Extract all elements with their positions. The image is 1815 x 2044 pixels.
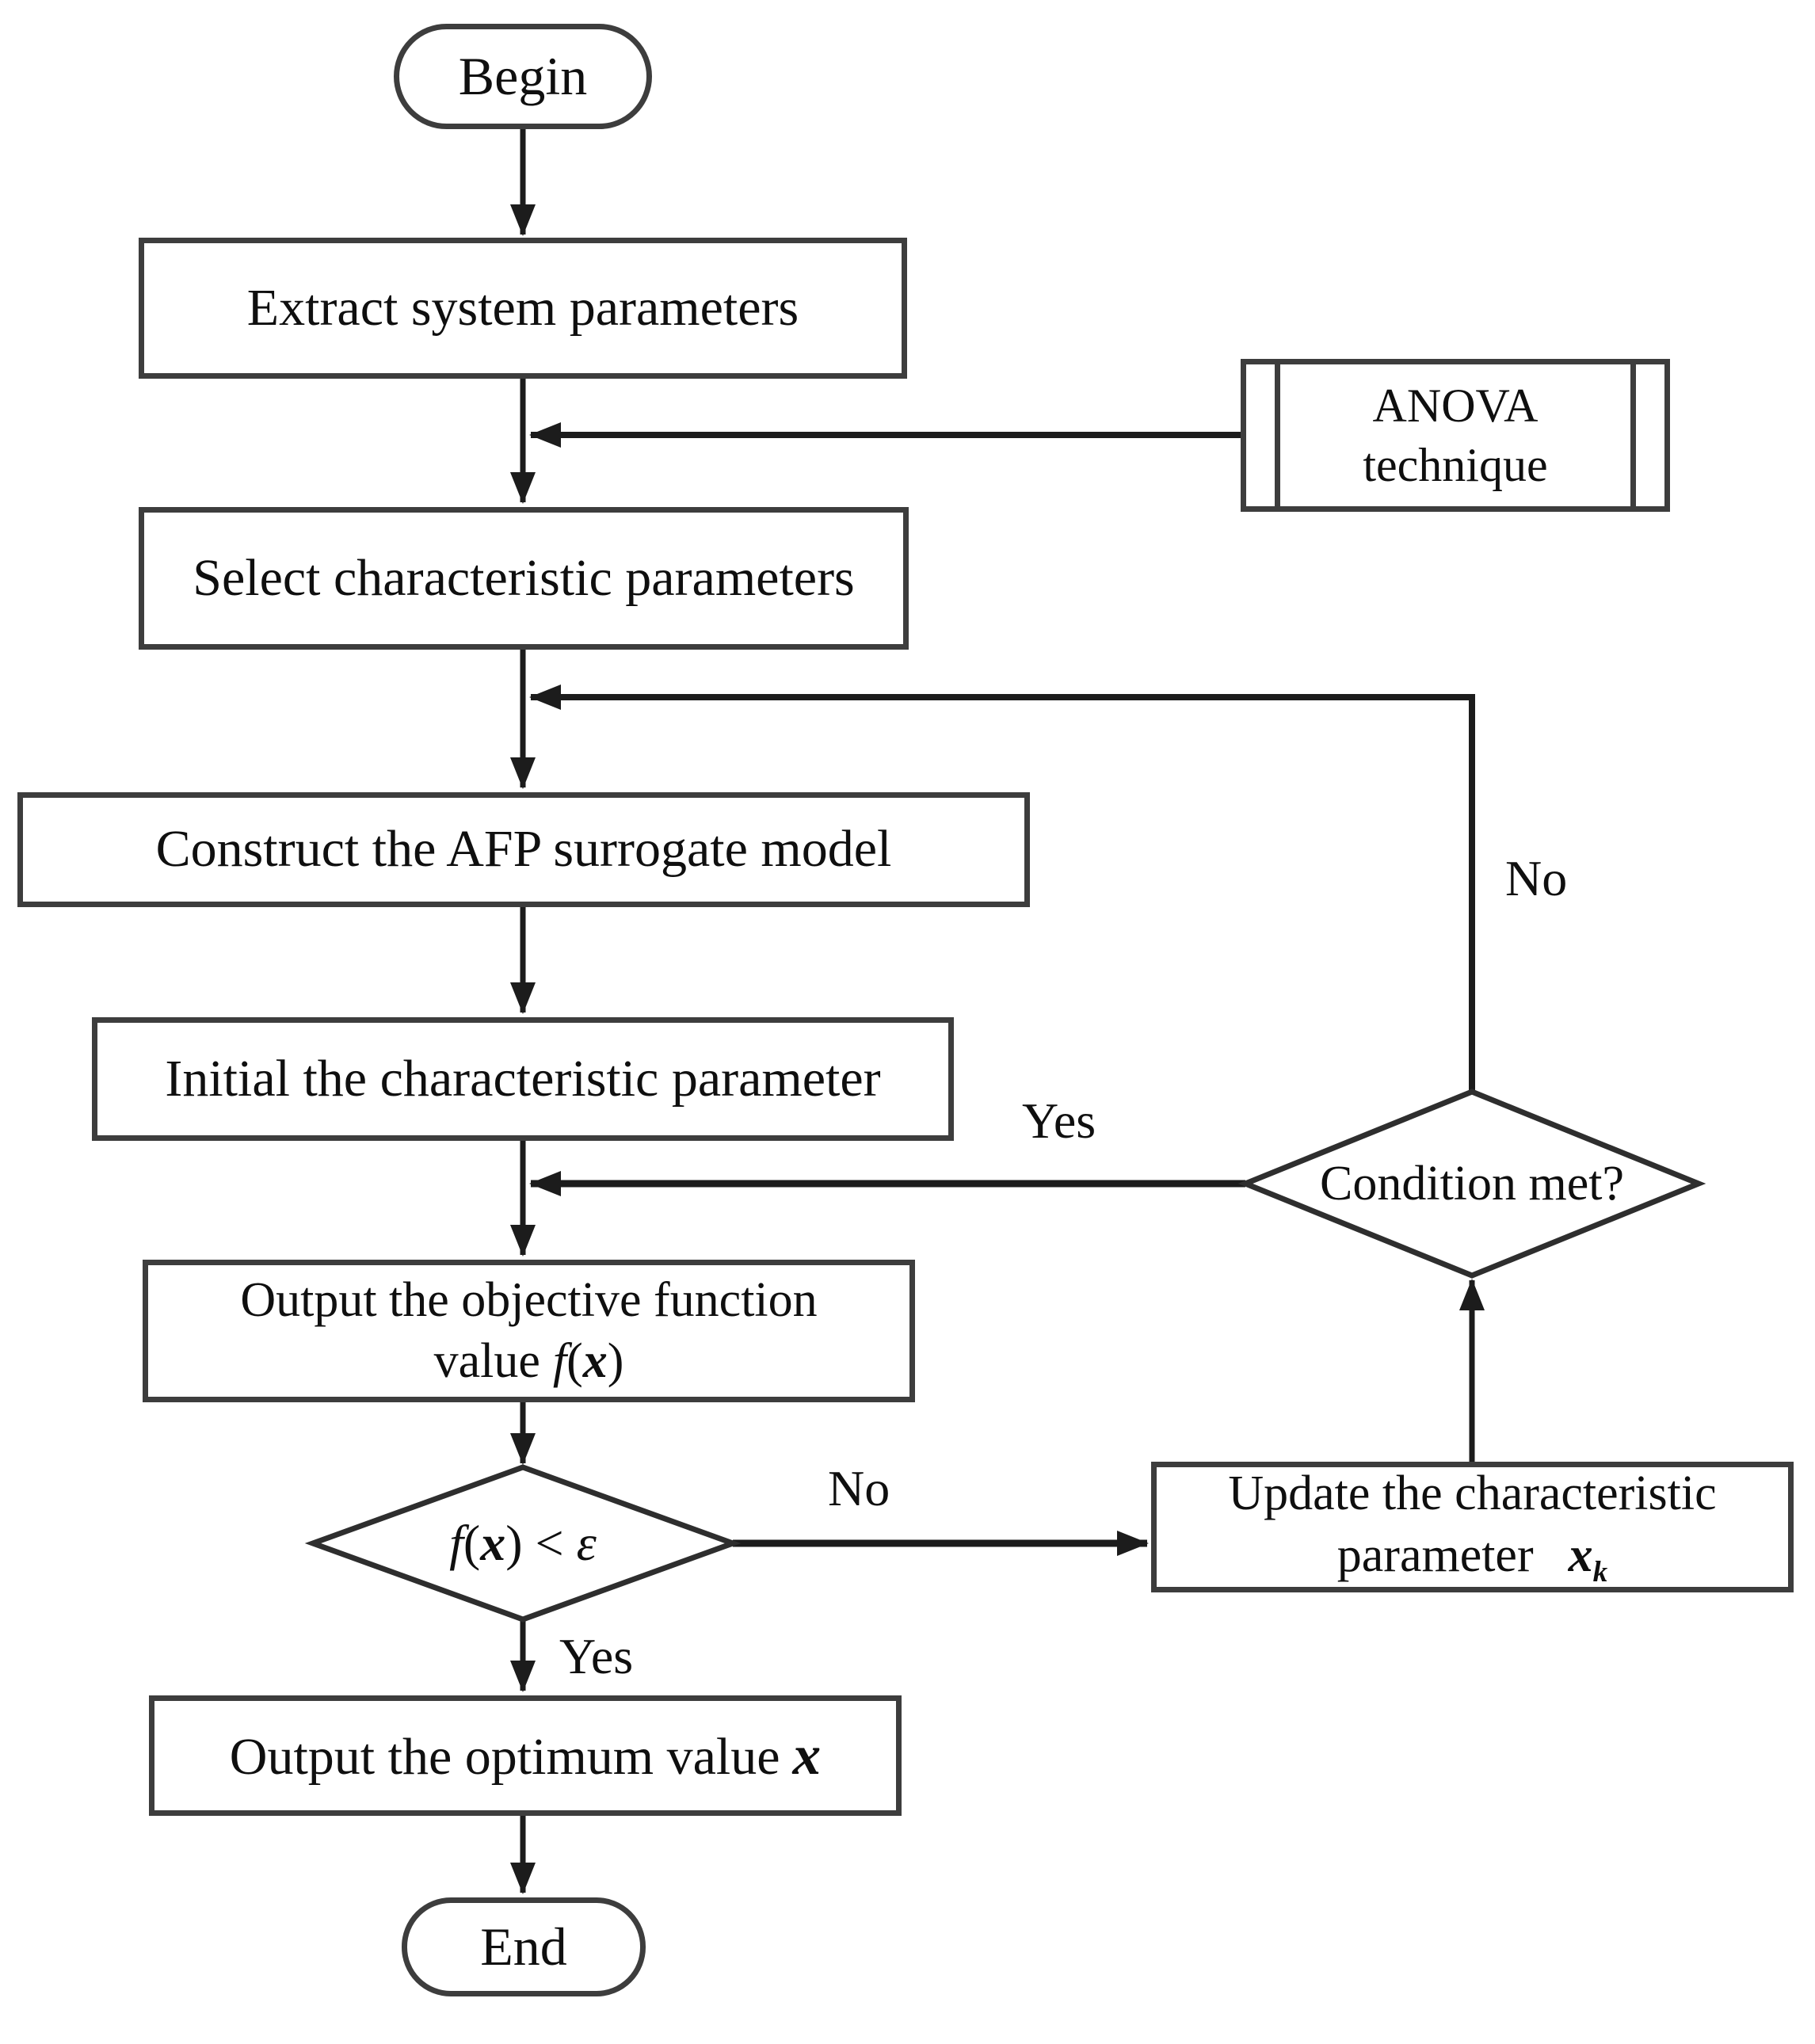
end-terminator: End (402, 1897, 646, 1996)
edge-condition-no-loop (529, 685, 1475, 1092)
initial-label: Initial the characteristic parameter (165, 1049, 881, 1108)
initial-process-box: Initial the characteristic parameter (92, 1017, 954, 1141)
decision-x: x (480, 1515, 506, 1571)
construct-process-box: Construct the AFP surrogate model (17, 792, 1030, 907)
condition-diamond-label: Condition met? (1268, 1146, 1676, 1222)
decision-diamond-shape (304, 1464, 742, 1623)
math-x: x (582, 1334, 608, 1388)
decision-yes-label: Yes (559, 1628, 634, 1684)
anova-label-line1: ANOVA (1372, 379, 1539, 432)
decision-epsilon: ε (576, 1515, 597, 1571)
decision-no-label: No (828, 1460, 890, 1516)
extract-process-box: Extract system parameters (139, 238, 907, 379)
decision-f: f (449, 1515, 463, 1571)
begin-terminator: Begin (394, 24, 652, 129)
update-process-box: Update the characteristic parameter xk (1151, 1462, 1794, 1592)
math-paren-close: ) (607, 1334, 624, 1388)
output-objective-line1: Output the objective function (240, 1272, 818, 1327)
update-line1: Update the characteristic (1228, 1466, 1717, 1520)
end-label: End (480, 1916, 567, 1977)
select-process-box: Select characteristic parameters (139, 507, 909, 650)
output-objective-value-word: value (433, 1334, 540, 1388)
anova-label-line2: technique (1363, 438, 1548, 491)
decision-paren-close: ) (505, 1515, 523, 1571)
condition-label: Condition met? (1319, 1156, 1625, 1211)
construct-label: Construct the AFP surrogate model (155, 820, 892, 879)
math-f: f (552, 1334, 567, 1388)
math-paren-open: ( (566, 1334, 583, 1388)
condition-no-label: No (1505, 850, 1568, 906)
decision-diamond-label: f(x)<ε (341, 1505, 705, 1581)
math-xk: x (1568, 1527, 1593, 1582)
condition-yes-label: Yes (1022, 1093, 1096, 1149)
extract-label: Extract system parameters (246, 278, 799, 337)
update-parameter-word: parameter (1336, 1527, 1534, 1582)
anova-predefined-process-box: ANOVA technique (1241, 359, 1670, 512)
decision-operator: < (535, 1515, 564, 1571)
output-optimum-prefix: Output the optimum value (229, 1728, 780, 1787)
condition-diamond-shape (1237, 1089, 1706, 1279)
predefined-process-left-bar (1275, 364, 1280, 506)
math-optimum-x: x (792, 1724, 822, 1787)
math-xk-subscript: k (1592, 1555, 1608, 1588)
begin-label: Begin (458, 46, 588, 106)
decision-paren-open: ( (463, 1515, 481, 1571)
predefined-process-right-bar (1630, 364, 1636, 506)
update-line2: parameter xk (1337, 1525, 1607, 1592)
select-label: Select characteristic parameters (193, 548, 855, 607)
